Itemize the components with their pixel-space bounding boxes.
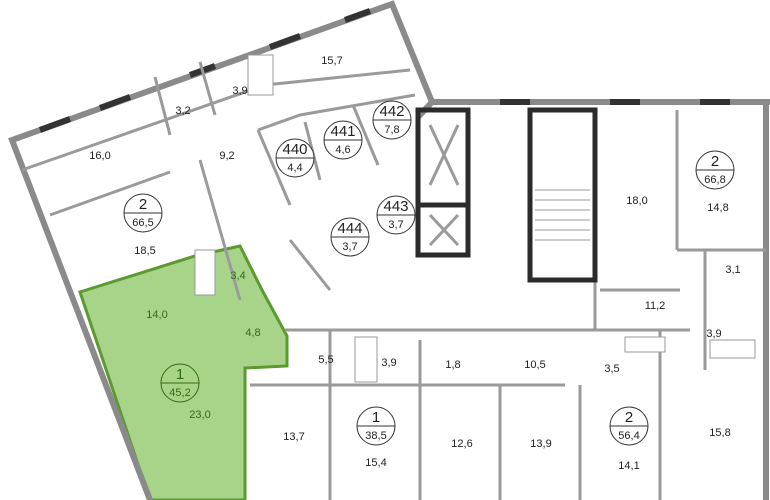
room-area: 1,8 — [445, 359, 460, 371]
apartment-area: 66,5 — [132, 217, 153, 229]
storage-badge[interactable]: 440 4,4 — [275, 138, 315, 178]
storage-area: 4,6 — [335, 144, 350, 156]
room-area: 14,0 — [146, 309, 167, 321]
room-area: 3,9 — [232, 85, 247, 97]
room-area: 18,0 — [626, 195, 647, 207]
storage-area: 4,4 — [287, 162, 302, 174]
storage-badge[interactable]: 441 4,6 — [323, 120, 363, 160]
storage-badge[interactable]: 444 3,7 — [330, 217, 370, 257]
room-area: 3,9 — [706, 328, 721, 340]
room-area: 15,8 — [709, 427, 730, 439]
apartment-rooms: 2 — [625, 409, 633, 426]
room-area: 11,2 — [645, 300, 666, 312]
apartment-rooms: 2 — [139, 196, 147, 213]
apartment-area: 38,5 — [365, 430, 386, 442]
apartment-badge[interactable]: 2 66,5 — [123, 193, 163, 233]
room-labels: 15,7 3,9 3,2 16,0 9,2 18,5 3,4 14,0 4,8 … — [89, 55, 740, 472]
storage-number: 442 — [379, 103, 404, 120]
storage-number: 440 — [282, 141, 307, 158]
room-area: 3,4 — [230, 270, 245, 282]
apartment-badge[interactable]: 1 45,2 — [160, 363, 200, 403]
room-area: 13,7 — [283, 431, 304, 443]
storage-area: 3,7 — [388, 219, 403, 231]
bathroom-fixtures — [194, 54, 756, 383]
apartment-area: 45,2 — [169, 387, 190, 399]
room-area: 3,5 — [604, 363, 619, 375]
room-area: 4,8 — [245, 327, 260, 339]
room-area: 14,8 — [707, 202, 728, 214]
storage-number: 443 — [383, 198, 408, 215]
apartment-area: 56,4 — [618, 430, 639, 442]
room-area: 3,1 — [725, 264, 740, 276]
apartment-area: 66,8 — [704, 174, 725, 186]
windows — [38, 8, 730, 133]
room-area: 16,0 — [89, 150, 110, 162]
room-area: 23,0 — [189, 409, 210, 421]
room-area: 15,4 — [365, 457, 386, 469]
storage-badge[interactable]: 442 7,8 — [372, 100, 412, 140]
apartment-badge[interactable]: 2 56,4 — [609, 406, 649, 446]
room-area: 10,5 — [524, 359, 545, 371]
room-area: 18,5 — [134, 245, 155, 257]
room-area: 14,1 — [618, 460, 639, 472]
room-area: 12,6 — [451, 438, 472, 450]
apartment-badge[interactable]: 2 66,8 — [695, 150, 735, 190]
storage-badge[interactable]: 443 3,7 — [376, 195, 416, 235]
storage-number: 441 — [330, 123, 355, 140]
room-area: 3,2 — [175, 105, 190, 117]
room-area: 9,2 — [219, 150, 234, 162]
room-area: 15,7 — [321, 55, 342, 67]
room-area: 13,9 — [530, 438, 551, 450]
apartment-rooms: 1 — [372, 409, 380, 426]
storage-area: 3,7 — [342, 241, 357, 253]
apartment-badge[interactable]: 1 38,5 — [356, 406, 396, 446]
storage-area: 7,8 — [384, 124, 399, 136]
room-area: 3,9 — [381, 357, 396, 369]
apartment-rooms: 1 — [176, 366, 184, 383]
building-core — [415, 107, 598, 283]
room-area: 5,5 — [318, 354, 333, 366]
apartment-rooms: 2 — [711, 153, 719, 170]
storage-number: 444 — [337, 220, 362, 237]
